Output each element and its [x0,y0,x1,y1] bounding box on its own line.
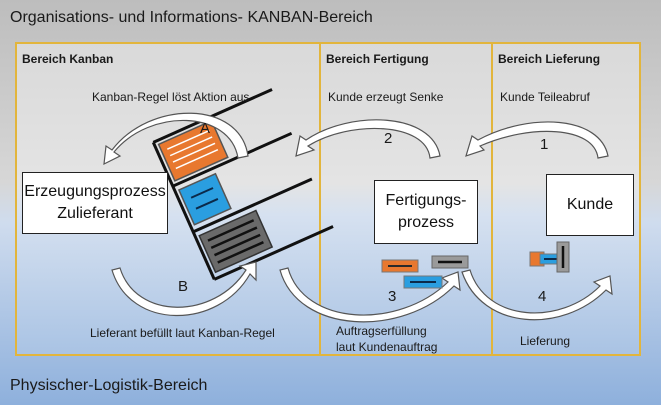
erzeugungsprozess-box: Erzeugungsprozess Zulieferant [22,172,168,234]
section-title-lieferung: Bereich Lieferung [498,52,601,66]
marker-2: 2 [384,130,393,147]
arrow-2-icon [295,119,441,159]
erzeugungsprozess-label: Erzeugungsprozess [24,183,166,201]
arrow-1-icon [465,121,609,159]
kanban-rack [151,88,334,281]
caption-kanban-regel: Kanban-Regel löst Aktion aus [92,90,250,104]
blue-kanban-card [177,172,232,226]
parts-in-transit [381,255,469,289]
dark-kanban-card [198,209,274,274]
marker-a: A [200,120,211,137]
caption-kunde-abruf: Kunde Teileabruf [500,90,590,104]
kunde-label: Kunde [566,196,614,214]
arrow-b-icon [111,261,257,317]
marker-1: 1 [540,136,549,153]
band-title-top: Organisations- und Informations- KANBAN-… [10,9,373,26]
arrow-3-icon [279,267,461,323]
band-title-bottom: Physischer-Logistik-Bereich [10,377,208,394]
parts-at-customer [529,241,570,273]
caption-lieferung: Lieferung [520,334,571,348]
zulieferant-label: Zulieferant [57,205,133,222]
kunde-box: Kunde [546,174,634,236]
arrow-4-icon [461,269,613,321]
caption-kunde-senke: Kunde erzeugt Senke [328,90,444,104]
section-title-kanban: Bereich Kanban [22,52,114,66]
caption-lieferant: Lieferant befüllt laut Kanban-Regel [90,326,275,340]
marker-b: B [178,278,189,295]
fertigungsprozess-line1: Fertigungs- [385,192,467,210]
arrow-a-icon [103,112,249,166]
section-title-fertigung: Bereich Fertigung [326,52,429,66]
orange-kanban-card [157,119,229,182]
fertigungsprozess-line2: prozess [397,214,454,231]
marker-4: 4 [538,288,547,305]
caption-auftrag-line2: laut Kundenauftrag [336,340,438,354]
fertigungsprozess-box: Fertigungs- prozess [374,180,478,244]
caption-auftrag-line1: Auftragserfüllung [336,324,427,338]
marker-3: 3 [388,288,397,305]
